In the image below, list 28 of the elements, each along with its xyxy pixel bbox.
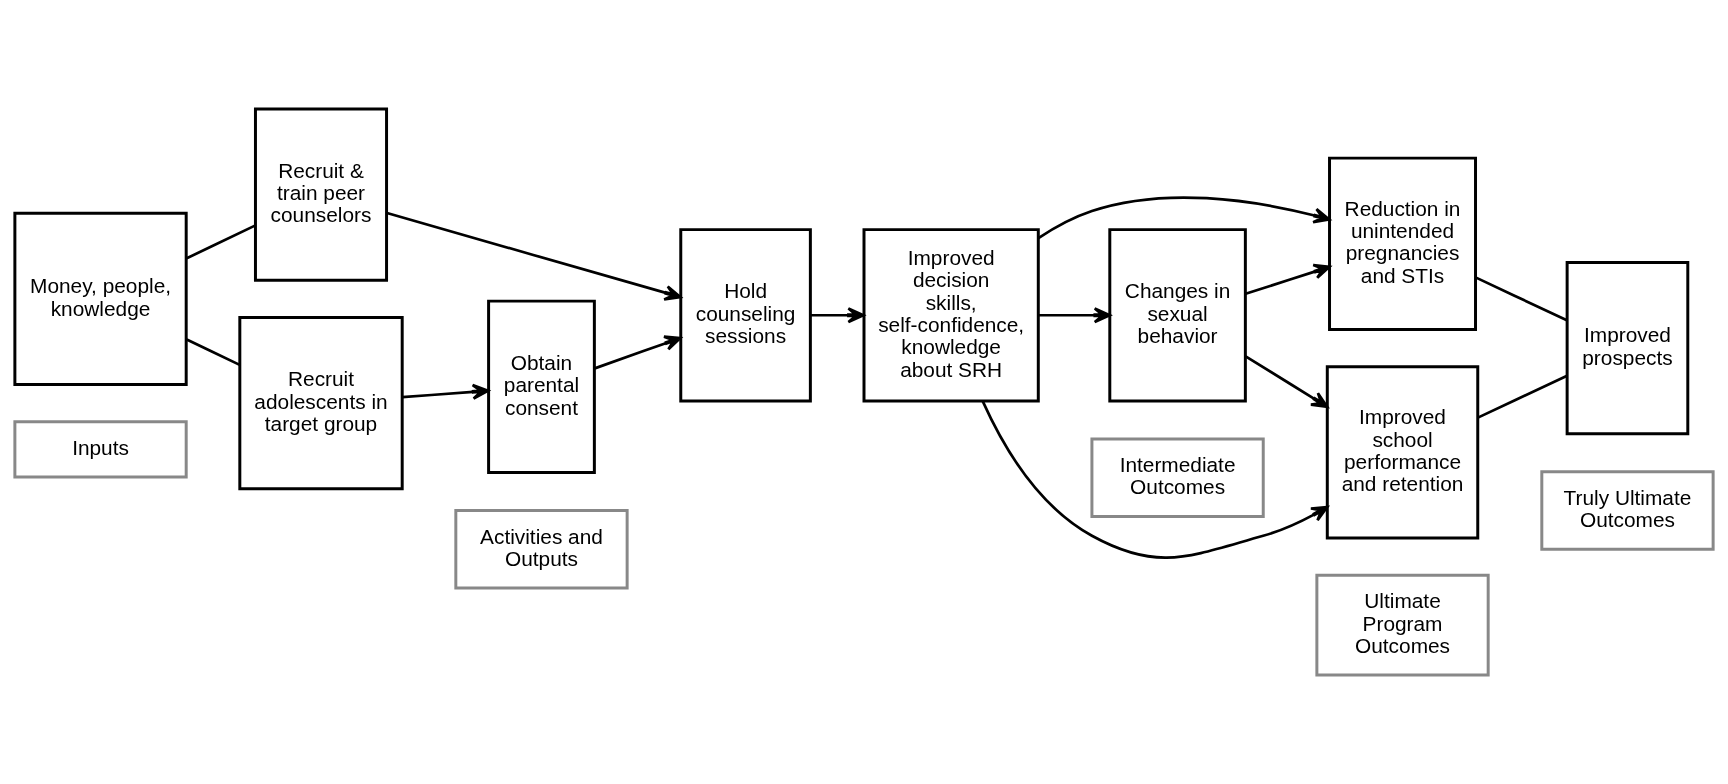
arrow: [594, 335, 682, 370]
node-box: Recruit & train peer counselors: [253, 107, 389, 282]
node-box: Money, people, knowledge: [13, 211, 188, 387]
node-box: Obtain parental consent: [487, 299, 596, 474]
node-box: Reduction in unintended pregnancies and STIs: [1328, 156, 1477, 331]
connector: [186, 224, 256, 260]
arrow: [402, 383, 490, 400]
arrow: [1244, 355, 1329, 409]
node-box: Changes in sexual behavior: [1108, 228, 1247, 403]
node-box: Recruit adolescents in target group: [238, 316, 404, 491]
arrow: [386, 211, 682, 301]
arrow: [810, 307, 865, 324]
node-box: Improved decision skills, self-confidence, knowledge about SRH: [862, 228, 1040, 403]
node-box: Truly Ultimate Outcomes: [1540, 470, 1715, 551]
node-box: Inputs: [13, 420, 188, 479]
node-box: Intermediate Outcomes: [1090, 437, 1265, 518]
node-box: Ultimate Program Outcomes: [1315, 573, 1490, 677]
arrow: [981, 400, 1329, 559]
connector: [186, 338, 241, 367]
node-box: Activities and Outputs: [454, 508, 629, 590]
node-box: Hold counseling sessions: [679, 228, 812, 403]
node-box: Improved prospects: [1565, 260, 1690, 436]
connector: [1475, 276, 1568, 322]
arrow: [1245, 263, 1331, 296]
arrow: [1038, 307, 1111, 324]
arrow: [1037, 196, 1331, 240]
connector: [1477, 374, 1568, 419]
node-box: Improved school performance and retention: [1325, 365, 1480, 540]
